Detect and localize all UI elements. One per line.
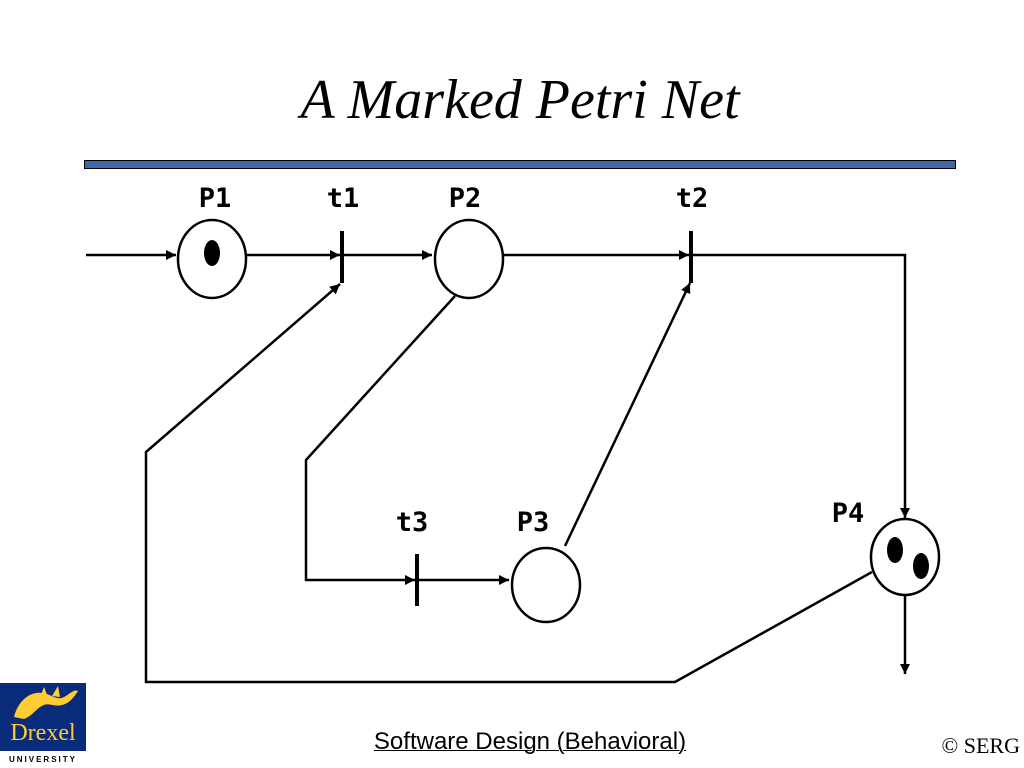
label-t2: t2: [676, 183, 709, 214]
label-p3: P3: [517, 507, 550, 538]
token-p4: [887, 537, 903, 563]
dragon-icon: [14, 686, 78, 719]
label-p4: P4: [832, 498, 865, 529]
arc-p2-t3: [304, 295, 456, 585]
label-t1: t1: [327, 183, 360, 214]
title-divider: [84, 160, 956, 169]
arc-p3-t2: [563, 282, 692, 547]
label-p1: P1: [199, 183, 232, 214]
token-p1: [204, 240, 220, 266]
place-p2: [433, 218, 505, 300]
logo-wordmark: Drexel: [10, 720, 76, 746]
arc-t2-p4: [692, 253, 910, 518]
place-p3: [510, 546, 582, 624]
footer-copyright: © SERG: [941, 733, 1020, 758]
drexel-logo: Drexel UNIVERSITY: [0, 683, 86, 768]
label-t3: t3: [396, 507, 429, 538]
footer-course-title: Software Design (Behavioral): [373, 728, 687, 755]
arc-p4-t1: [144, 283, 873, 684]
logo-subtext: UNIVERSITY: [0, 751, 86, 768]
label-p2: P2: [449, 183, 482, 214]
place-p4: [869, 517, 941, 597]
slide-title: A Marked Petri Net: [300, 69, 740, 131]
token-p4: [913, 553, 929, 579]
